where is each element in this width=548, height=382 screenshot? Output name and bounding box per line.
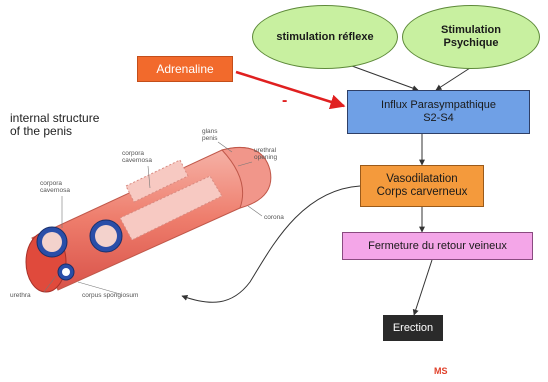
anatomy-title-line2: of the penis xyxy=(10,125,99,138)
label-corpora-cavernosa-left: corpora cavernosa xyxy=(40,180,82,194)
influx-label-line2: S2-S4 xyxy=(381,112,496,125)
erection-node: Erection xyxy=(383,315,443,341)
label-corpora-cavernosa-top: corpora cavernosa xyxy=(122,150,166,164)
label-corona: corona xyxy=(264,214,284,221)
vasodilatation-label-line1: Vasodilatation xyxy=(377,173,468,186)
inhibition-sign: - xyxy=(282,92,287,110)
label-glans-penis: glans penis xyxy=(202,128,232,142)
vasodilatation-node: Vasodilatation Corps carverneux xyxy=(360,165,484,207)
label-corpus-spongiosum: corpus spongiosum xyxy=(82,292,138,299)
adrenaline-node: Adrenaline xyxy=(137,56,233,82)
adrenaline-label: Adrenaline xyxy=(156,63,213,76)
stimulation-reflexe-label: stimulation réflexe xyxy=(276,31,373,44)
stimulation-reflexe-node: stimulation réflexe xyxy=(252,5,398,69)
fermeture-label: Fermeture du retour veineux xyxy=(368,240,507,253)
influx-label-line1: Influx Parasympathique xyxy=(381,99,496,112)
label-urethra: urethra xyxy=(10,292,31,299)
stimulation-psychique-label: Stimulation Psychique xyxy=(431,24,511,50)
influx-parasympathique-node: Influx Parasympathique S2-S4 xyxy=(347,90,530,134)
vasodilatation-label-line2: Corps carverneux xyxy=(377,186,468,199)
erection-label: Erection xyxy=(393,322,433,335)
fermeture-retour-veineux-node: Fermeture du retour veineux xyxy=(342,232,533,260)
watermark: MS xyxy=(434,366,448,376)
label-urethral-opening: urethral opening xyxy=(254,147,294,161)
adrenaline-inhibition-arrow xyxy=(236,72,344,106)
anatomy-title: internal structure of the penis xyxy=(10,112,99,138)
stimulation-psychique-node: Stimulation Psychique xyxy=(402,5,540,69)
